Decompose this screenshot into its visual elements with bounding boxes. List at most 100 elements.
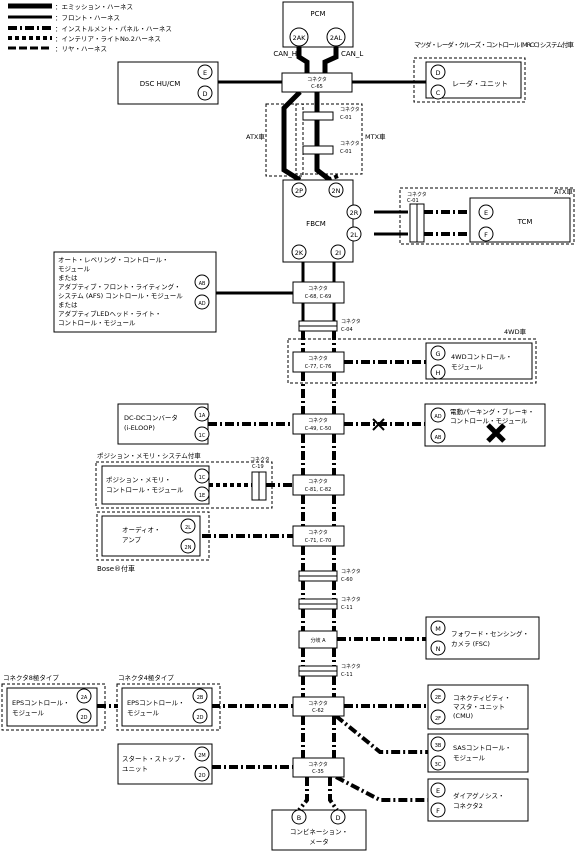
eps4-pin-2d	[192, 708, 208, 724]
connector-c65: コネクタ C-65	[281, 72, 353, 93]
eps8-group: コネクタ8極タイプ EPSコントロール・ モジュール 2A 2D	[1, 673, 106, 731]
branch-box	[298, 630, 338, 649]
posmem-box	[101, 465, 210, 505]
pcm-label: PCM	[310, 10, 325, 18]
c11a-kind: コネクタ	[341, 596, 361, 603]
dcdc-pin-1a-label: 1A	[199, 413, 206, 419]
fsc-box	[425, 616, 540, 660]
combo-box	[271, 809, 367, 851]
c71-box	[292, 525, 345, 547]
combo-pin-d-label: D	[335, 814, 340, 822]
c01a-kind: コネクタ	[340, 106, 360, 113]
tcm-pin-f	[478, 226, 494, 242]
fbcm-pin-2i-label: 2I	[335, 249, 341, 257]
posmem-pin-1c-label: 1C	[199, 475, 206, 481]
cmu-line2: マスタ・ユニット	[453, 702, 505, 711]
tcm-c01-id: C-01	[407, 198, 419, 204]
diag-box	[427, 778, 529, 822]
audio-line2: アンプ	[122, 536, 142, 544]
posmem-pin-1e	[194, 486, 210, 502]
afs-box	[53, 251, 217, 333]
dcdc-pin-1c-label: 1C	[199, 433, 206, 439]
wire-diag	[335, 775, 428, 802]
epb-pin-ab-label: AB	[435, 435, 442, 441]
tcm-pin-e	[478, 204, 494, 220]
afs-module: オート・レベリング・コントロール・ モジュール または アダプティブ・フロント・…	[53, 251, 217, 333]
pcm-module: PCM 2AK 2AL CAN_H CAN_L	[273, 1, 363, 58]
combo-module: コンビネーション・ メータ B D	[271, 809, 367, 851]
c35-box	[292, 757, 345, 778]
diag-pin-f	[430, 802, 446, 818]
c77-kind: コネクタ	[308, 355, 328, 362]
branch-a: 分岐 A	[298, 630, 338, 649]
fsc-pin-m-label: M	[435, 625, 441, 633]
connector-c71: コネクタ C-71, C-70	[292, 525, 345, 547]
can-l-label: CAN_L	[341, 50, 363, 58]
eps4-pin-2d-label: 2D	[196, 715, 203, 721]
atx-mtx-section: ATX車 MTX車 コネクタ C-01 コネクタ C-01	[246, 103, 386, 177]
eps8-pin-2d	[76, 708, 92, 724]
legend: ：エミッション・ハーネス ：フロント・ハーネス ：インストルメント・パネル・ハー…	[8, 3, 172, 53]
legend-interior-label: ：インテリア・ライトNo.2ハーネス	[55, 35, 161, 43]
c35-id: C-35	[312, 769, 324, 775]
connector-c11a: コネクタ C-11	[298, 596, 361, 611]
cmu-pin-2f	[430, 709, 446, 725]
tcm-pin-e-label: E	[484, 209, 488, 217]
tcm-pin-f-label: F	[484, 231, 488, 239]
connector-c77: コネクタ C-77, C-76	[292, 351, 345, 373]
epb-module: 電動パーキング・ブレーキ・ コントロール・モジュール AD AB	[372, 403, 546, 447]
combo-line2: メータ	[309, 837, 329, 846]
posmem-line1: ポジション・メモリ・	[106, 476, 171, 484]
eps8-line2: モジュール	[12, 709, 45, 717]
mtx-dashed-box	[295, 103, 363, 175]
c68-kind: コネクタ	[308, 285, 328, 292]
posmem-c19-id: C-19	[252, 464, 264, 470]
dcdc-module: DC-DCコンバータ (i-ELOOP) 1A 1C	[117, 403, 210, 445]
dsc-pin-e	[197, 64, 213, 80]
c01b-kind: コネクタ	[340, 140, 360, 147]
c60-id: C-60	[341, 577, 353, 583]
audio-pin-2n-label: 2N	[185, 545, 192, 551]
afs-pin-ad-label: AD	[198, 301, 205, 307]
audio-group-label: Bose®付車	[97, 564, 135, 573]
wire-pcm-can-h	[296, 47, 310, 73]
tcm-dashed-box	[399, 187, 575, 245]
sas-pin-3b-label: 3B	[435, 743, 442, 749]
c60-kind: コネクタ	[341, 568, 361, 575]
posmem-dashed-box	[95, 461, 273, 509]
pcm-pin-2ak-label: 2AK	[293, 34, 307, 42]
afs-line7: アダプティブLEDヘッド・ライト・	[58, 309, 161, 318]
sas-pin-3c	[430, 755, 446, 771]
afs-pin-ad	[194, 294, 210, 310]
fbcm-pin-2p-label: 2P	[295, 187, 303, 195]
ststop-pin-2o-label: 2O	[198, 773, 205, 779]
c35-kind: コネクタ	[308, 761, 328, 768]
epb-fault-cross-icon	[486, 423, 506, 443]
audio-group: オーディオ・ アンプ 2L 2N Bose®付車	[96, 511, 210, 573]
diag-module: ダイアグノシス・ コネクタ2 E F	[427, 778, 529, 822]
posmem-group-label: ポジション・メモリ・システム付車	[97, 451, 201, 460]
c71-kind: コネクタ	[308, 529, 328, 536]
eps4-pin-2b-label: 2B	[197, 695, 204, 701]
eps8-pin-2a	[76, 688, 92, 704]
cmu-line3: (CMU)	[453, 712, 473, 720]
afs-line5: システム (AFS) コントロール・モジュール	[58, 292, 183, 300]
audio-dashed-box	[96, 511, 210, 561]
audio-pin-2l-label: 2L	[185, 525, 191, 531]
atx-dashed-box	[265, 103, 304, 177]
combo-pin-d	[330, 809, 346, 825]
eps8-line1: EPSコントロール・	[12, 699, 70, 707]
connector-c62: コネクタ C-62	[292, 696, 345, 717]
c01b-box	[302, 145, 334, 155]
c65-box	[281, 72, 353, 93]
connector-c35: コネクタ C-35	[292, 757, 345, 778]
tcm-group-label: ATX車	[554, 187, 573, 196]
afs-pin-ab-label: AB	[199, 281, 206, 287]
epb-line2: コントロール・モジュール	[450, 417, 528, 425]
wd4-pin-h-label: H	[436, 369, 441, 377]
fbcm-label: FBCM	[306, 220, 326, 228]
diag-pin-e	[430, 782, 446, 798]
afs-line8: コントロール・モジュール	[58, 319, 136, 327]
pcm-pin-2al	[326, 27, 346, 47]
